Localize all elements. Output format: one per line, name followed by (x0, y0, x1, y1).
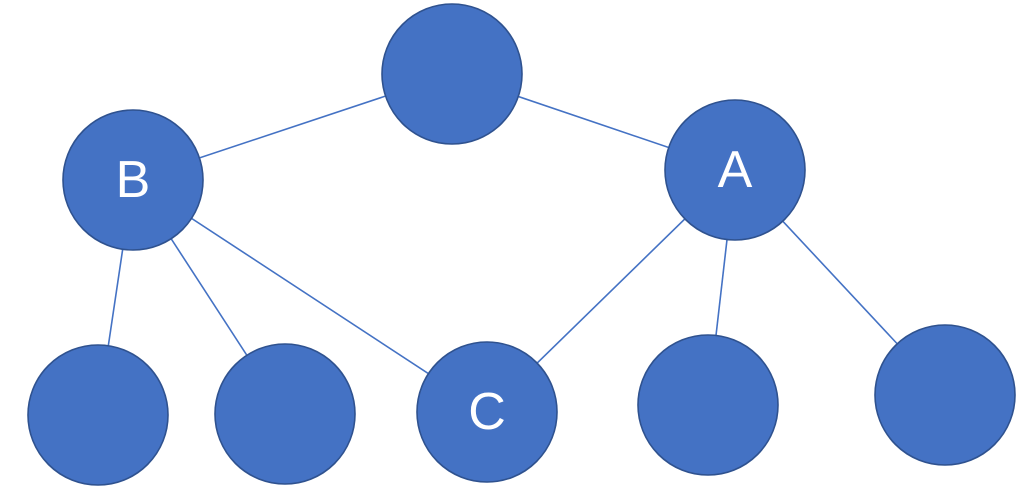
node-a-label: A (718, 141, 753, 199)
node-leaf1-circle (27, 344, 169, 486)
node-c-circle (416, 341, 558, 483)
node-root-circle (381, 3, 523, 145)
node-root (381, 3, 523, 145)
node-leaf3 (637, 334, 779, 476)
node-leaf1 (27, 344, 169, 486)
node-layer: B A C (27, 3, 1016, 486)
node-leaf3-circle (637, 334, 779, 476)
node-b: B (62, 109, 204, 251)
node-b-label: B (116, 151, 151, 209)
node-c-label: C (468, 383, 506, 441)
node-c: C (416, 341, 558, 483)
node-a: A (664, 99, 806, 241)
node-leaf2-circle (214, 343, 356, 485)
node-leaf2 (214, 343, 356, 485)
node-a-circle (664, 99, 806, 241)
node-leaf4 (874, 324, 1016, 466)
node-leaf4-circle (874, 324, 1016, 466)
node-b-circle (62, 109, 204, 251)
